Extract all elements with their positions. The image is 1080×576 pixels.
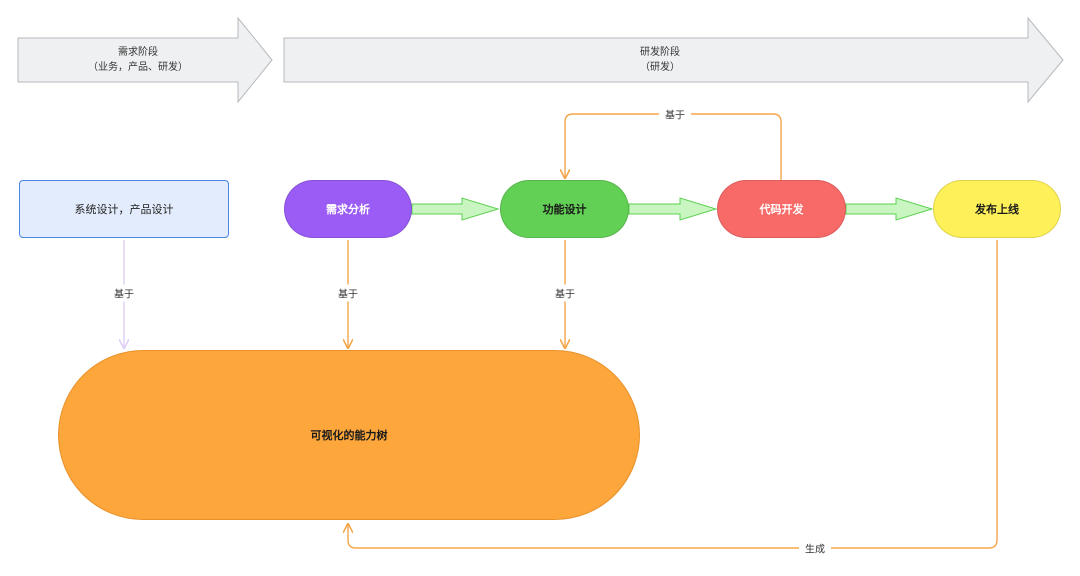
node-capability-tree-label: 可视化的能力树 (310, 429, 388, 442)
phase-requirements-text: 需求阶段 （业务，产品、研发） (88, 45, 188, 75)
node-requirement-analysis[interactable]: 需求分析 (284, 180, 412, 238)
node-code-development[interactable]: 代码开发 (717, 180, 846, 238)
node-function-design[interactable]: 功能设计 (500, 180, 629, 238)
edge-label-based-on-system: 基于 (108, 284, 140, 302)
flow-arrow-analysis-to-design (411, 197, 500, 221)
node-system-design-label: 系统设计，产品设计 (74, 203, 174, 216)
phase-requirements-subtitle: （业务，产品、研发） (88, 62, 188, 73)
node-capability-tree[interactable]: 可视化的能力树 (58, 350, 640, 520)
node-code-development-label: 代码开发 (759, 203, 804, 216)
edge-label-based-on-top: 基于 (659, 105, 691, 123)
phase-requirements-title: 需求阶段 (118, 47, 158, 58)
edge-release-to-tree-generate (348, 240, 998, 549)
flow-arrow-coding-to-release (845, 197, 934, 221)
edge-label-generate: 生成 (799, 539, 831, 557)
node-requirement-analysis-label: 需求分析 (326, 203, 370, 216)
phase-arrow-development (283, 16, 1064, 104)
node-release[interactable]: 发布上线 (933, 180, 1061, 238)
node-system-design[interactable]: 系统设计，产品设计 (19, 180, 229, 238)
phase-arrow-requirements (17, 16, 273, 104)
phase-development-title: 研发阶段 (640, 47, 680, 58)
edge-coding-to-design-based-on (565, 113, 782, 180)
phase-development-subtitle: （研发） (640, 62, 680, 73)
edge-label-based-on-analysis: 基于 (332, 284, 364, 302)
node-function-design-label: 功能设计 (542, 203, 587, 216)
node-release-label: 发布上线 (975, 203, 1019, 216)
phase-development-text: 研发阶段 （研发） (640, 45, 680, 75)
edge-label-based-on-design: 基于 (549, 284, 581, 302)
flow-arrow-design-to-coding (628, 197, 718, 221)
